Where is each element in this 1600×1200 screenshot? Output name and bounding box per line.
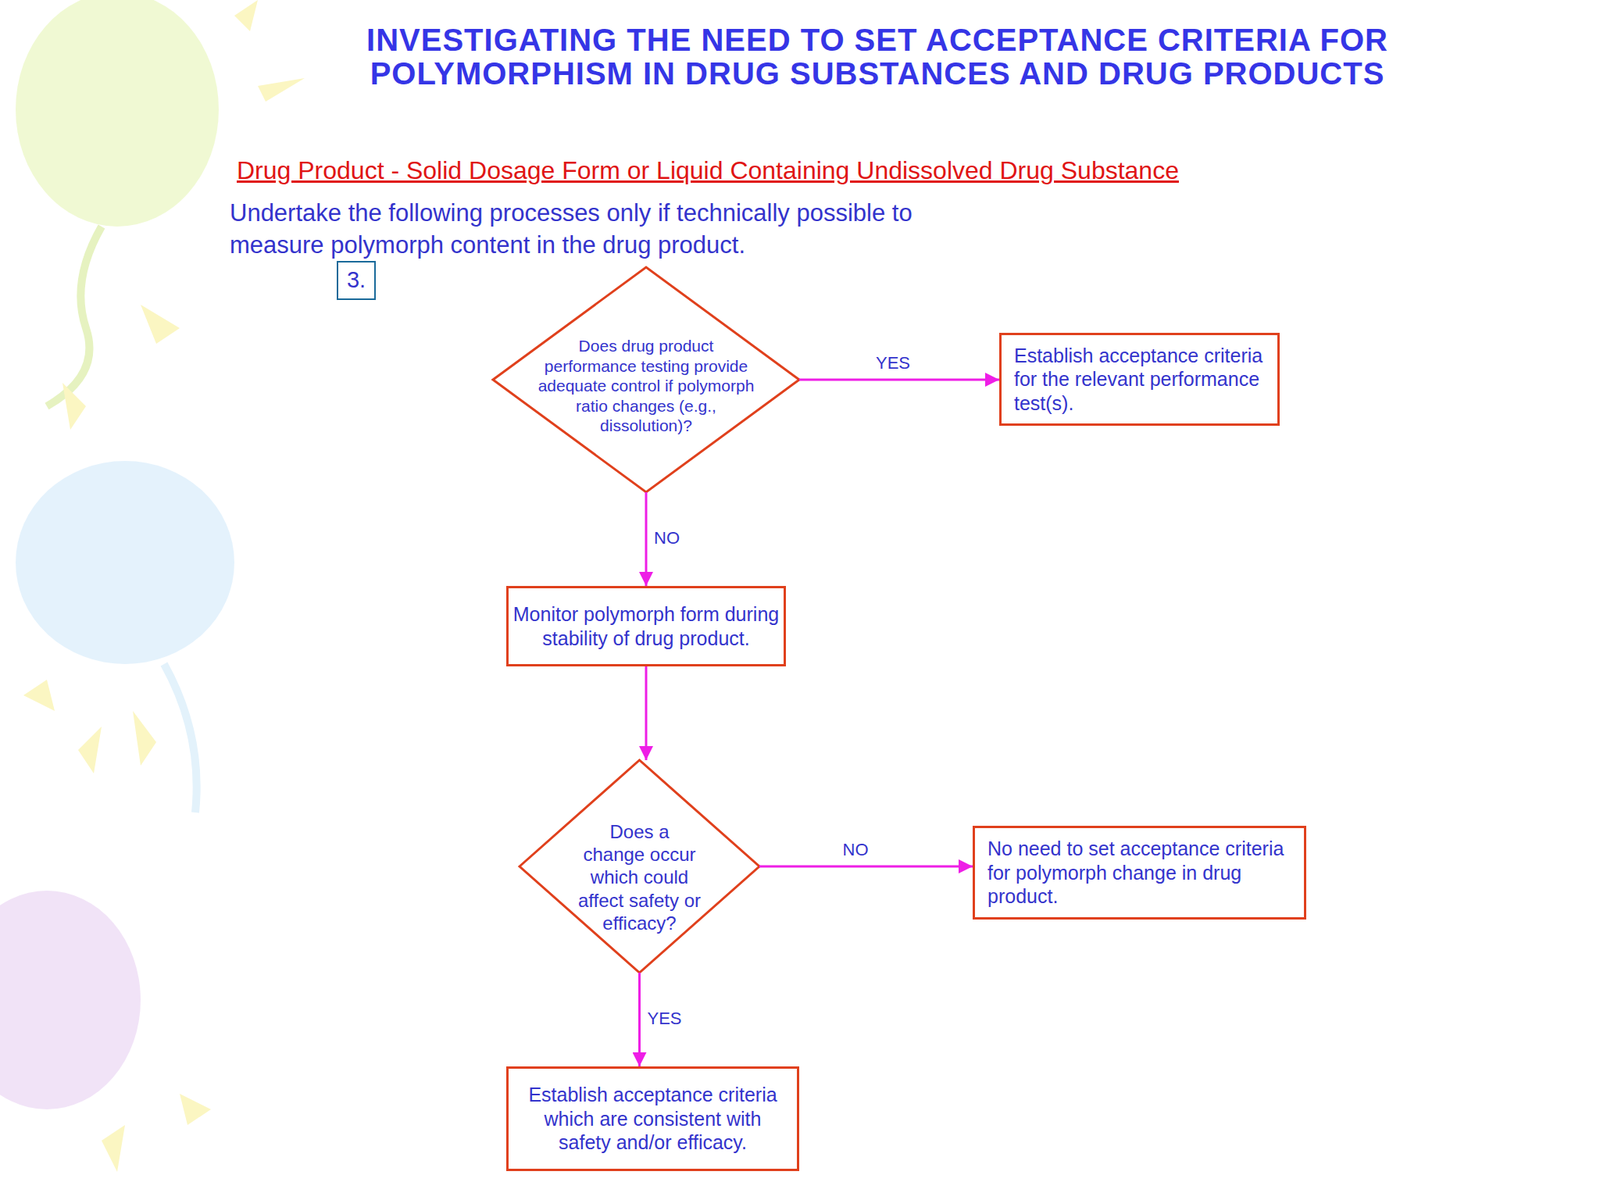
node-text: Establish acceptance criteria which are … <box>520 1082 786 1155</box>
node-text-group: Establish acceptance criteria which are … <box>520 1082 786 1155</box>
callout-number: 3. <box>336 260 376 300</box>
node-text-group: Does drug product performance testing pr… <box>536 335 756 436</box>
decision-diamond: Does drug product performance testing pr… <box>492 267 800 493</box>
connector-arrow <box>645 666 648 761</box>
node-text-group: Monitor polymorph form during stability … <box>508 602 784 650</box>
decision-diamond: Does a change occur which could affect s… <box>519 760 760 973</box>
connector-arrow <box>638 972 641 1067</box>
diamond-border <box>492 267 800 493</box>
node-text: Monitor polymorph form during stability … <box>508 602 784 650</box>
node-text-group: Does a change occur which could affect s… <box>577 820 703 935</box>
edge-label: YES <box>875 353 911 374</box>
process-box: Monitor polymorph form during stability … <box>506 585 786 667</box>
connector-arrow <box>645 492 648 586</box>
connector-arrow <box>759 865 973 868</box>
connector-arrow <box>799 378 1000 382</box>
process-box: Establish acceptance criteria for the re… <box>999 332 1280 426</box>
node-text: Does a change occur which could affect s… <box>577 820 703 935</box>
process-box: Establish acceptance criteria which are … <box>506 1066 800 1172</box>
node-text: No need to set acceptance criteria for p… <box>987 836 1300 909</box>
section-heading: Drug Product - Solid Dosage Form or Liqu… <box>236 156 1331 186</box>
edge-label: NO <box>653 528 680 549</box>
node-text: Establish acceptance criteria for the re… <box>1014 343 1272 416</box>
edge-label: NO <box>842 839 869 861</box>
node-text: Does drug product performance testing pr… <box>536 335 756 436</box>
edge-label: YES <box>647 1008 683 1029</box>
node-text-group: No need to set acceptance criteria for p… <box>987 836 1300 909</box>
diamond-outline <box>519 760 760 973</box>
diagram-title: INVESTIGATING THE NEED TO SET ACCEPTANCE… <box>252 23 1503 91</box>
node-text-group: Establish acceptance criteria for the re… <box>1014 343 1272 416</box>
process-box: No need to set acceptance criteria for p… <box>972 825 1307 920</box>
diamond-border <box>519 760 760 973</box>
instruction-note: Undertake the following processes only i… <box>229 196 980 261</box>
